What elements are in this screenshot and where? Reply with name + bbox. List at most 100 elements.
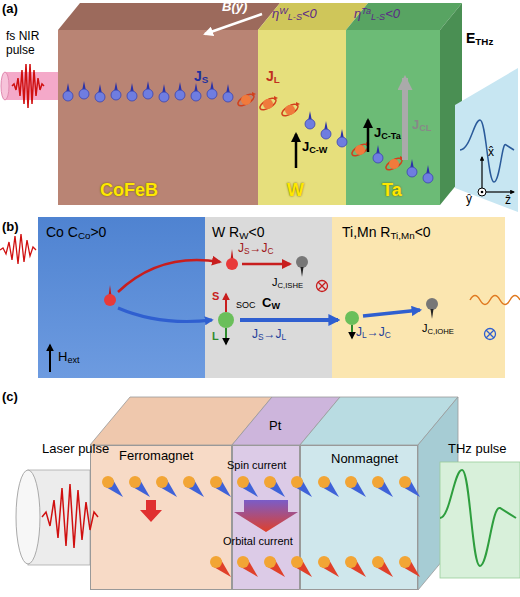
- layer-label: CoFeB: [100, 180, 158, 201]
- spin-symbol: [183, 476, 204, 497]
- layer-box: PtSpin currentOrbital current: [232, 445, 300, 590]
- spin-symbol: [337, 129, 347, 147]
- spin-symbol: [63, 83, 73, 101]
- layer-label: Ta: [382, 180, 402, 201]
- axis-dot: [481, 191, 484, 194]
- layer-box: Ferromagnet: [90, 445, 232, 590]
- laser-wave: [0, 234, 36, 264]
- figure-label: (a): [2, 2, 18, 17]
- into-page-symbol: [317, 281, 328, 292]
- layer-label: Pt: [269, 419, 281, 434]
- spin-symbol: [318, 476, 339, 497]
- current-arrow: [295, 134, 298, 168]
- orbital-symbol: [372, 556, 393, 577]
- layer-box: Co CCo>0Hext: [38, 217, 205, 378]
- figure-label: (c): [2, 390, 18, 405]
- laser-wave: [12, 64, 44, 108]
- figure-label: fs NIR pulse: [6, 30, 54, 58]
- spin-symbol: [423, 165, 433, 183]
- figure-label: ŷ: [466, 193, 472, 207]
- layer-label: JS→JL: [252, 328, 286, 342]
- orbital-symbol: [264, 556, 285, 577]
- spin-symbol: [207, 81, 217, 99]
- conversion-arrow: [240, 318, 338, 322]
- layer-label: Ti,Mn RTi,Mn<0: [342, 224, 431, 240]
- cylinder-end: [16, 470, 40, 564]
- layer-label: S: [212, 290, 219, 303]
- spin-symbol: [79, 81, 89, 99]
- layer-box: CoFeB: [58, 30, 258, 205]
- orbital-symbol: [291, 556, 312, 577]
- spin-symbol: [321, 121, 331, 139]
- layer-label: Co CCo>0: [46, 224, 106, 240]
- orbital-ball: [345, 311, 359, 325]
- orbital-symbol: [258, 96, 278, 112]
- into-page-symbol: [485, 329, 496, 340]
- axis-arrow: [481, 157, 482, 192]
- layer-label: W RW<0: [212, 224, 264, 240]
- spin-symbol: [95, 84, 105, 102]
- figure-label: THz pulse: [448, 442, 507, 457]
- field-arrow: [205, 14, 262, 34]
- thz-wave: [440, 470, 516, 566]
- thz-cone: [455, 68, 518, 212]
- electron-symbol: [426, 298, 438, 319]
- layer-label: Ferromagnet: [119, 449, 193, 464]
- conversion-arrow: [363, 310, 420, 316]
- spin-symbol: [127, 83, 137, 101]
- figure-label: ẑ: [505, 194, 511, 208]
- spin-symbol: [305, 111, 315, 129]
- layer-label: CW: [262, 296, 280, 311]
- layer-label: ηTaL-S<0: [354, 7, 400, 22]
- orbital-arrow: [351, 325, 353, 338]
- layer-label: JL→JC: [356, 326, 391, 340]
- layer-label: L: [212, 330, 219, 343]
- into-page-symbol: [318, 282, 326, 290]
- spin-symbol: [175, 82, 185, 100]
- orbital-symbol: [210, 556, 231, 577]
- layer-box: TaηTaL-S<0: [346, 30, 440, 205]
- layer-box: W RW<0JS→JCJC,ISHESLSOCCWJS→JL: [205, 217, 332, 378]
- layer-box: Ti,Mn RTi,Mn<0JL→JCJC,IOHE: [332, 217, 505, 378]
- spin-symbol: [407, 159, 417, 177]
- conversion-arrow: [242, 263, 290, 266]
- orbital-arrow: [225, 328, 227, 344]
- figure-label: ETHz: [466, 30, 493, 46]
- laser-wave: [42, 484, 98, 548]
- spin-symbol: [159, 84, 169, 102]
- current-arrow: [402, 78, 408, 160]
- current-arrow: [367, 120, 370, 152]
- electron-symbol: [226, 249, 238, 270]
- layer-label: JC,ISHE: [272, 276, 303, 289]
- thz-wave: [460, 120, 514, 182]
- conversion-arrow: [234, 500, 298, 532]
- field-arrow: [49, 345, 51, 372]
- orbital-symbol: [399, 556, 420, 577]
- conversion-arrow: [140, 500, 162, 522]
- top-face: [58, 3, 280, 30]
- spin-symbol: [373, 145, 383, 163]
- orbital-symbol: [237, 556, 258, 577]
- soc-ball: [218, 312, 234, 328]
- spin-symbol: [111, 82, 121, 100]
- layer-box: WηWL-S<0: [258, 30, 346, 205]
- orbital-symbol: [280, 102, 300, 118]
- spin-symbol: [291, 476, 312, 497]
- spin-symbol: [264, 476, 285, 497]
- spin-symbol: [102, 476, 123, 497]
- orbital-symbol: [318, 556, 339, 577]
- figure-label: B(ŷ): [222, 0, 247, 15]
- orbital-symbol: [350, 142, 370, 158]
- electron-symbol: [296, 256, 308, 277]
- spin-symbol: [191, 83, 201, 101]
- layer-box: Nonmagnet: [300, 445, 418, 590]
- spin-symbol: [237, 476, 258, 497]
- axis-arrow: [482, 191, 514, 192]
- layer-label: SOC: [236, 300, 256, 310]
- figure-label: (b): [2, 220, 19, 235]
- layer-label: Spin current: [227, 459, 286, 472]
- layer-label: W: [287, 180, 304, 201]
- layer-label: Orbital current: [223, 535, 293, 548]
- layer-label: Hext: [58, 350, 80, 365]
- flow-arrow: [118, 260, 220, 292]
